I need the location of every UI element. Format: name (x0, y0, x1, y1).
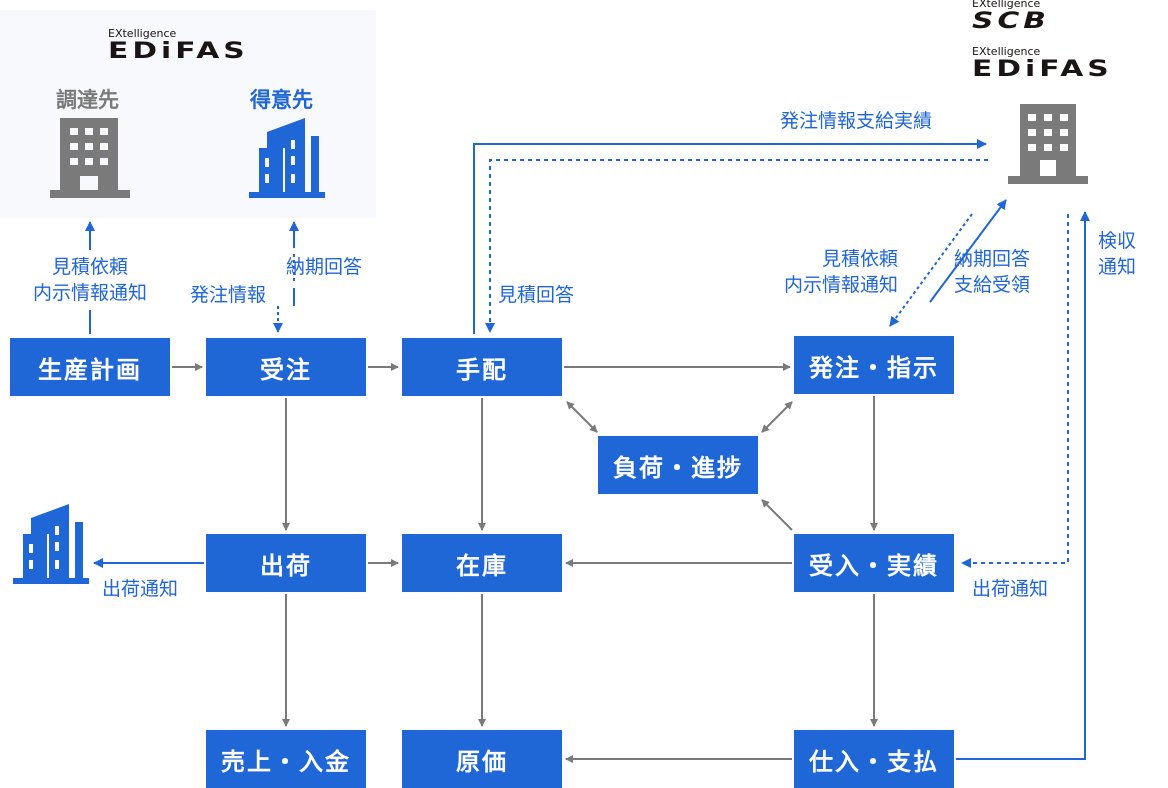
label-line: 内示情報通知 (783, 274, 898, 296)
box-arrangement[interactable]: 手配 (402, 338, 562, 396)
city-buildings-icon (249, 118, 325, 198)
arrow-inspection-notice (956, 211, 1090, 760)
logo-name: EDiFAS (972, 57, 1113, 82)
dotted-estimate-answer (485, 159, 988, 333)
label-inspection-notice: 検収 通知 (1098, 228, 1136, 280)
logo-name: EDiFAS (108, 39, 249, 64)
label-line: 検収 (1098, 230, 1137, 252)
dotted-shipping-notice-right (961, 214, 1069, 568)
label-estimate-request-left: 見積依頼 内示情報通知 (20, 254, 160, 306)
box-production-plan[interactable]: 生産計画 (10, 338, 170, 396)
city-buildings-icon (13, 504, 89, 584)
arrow-arrange-load (566, 401, 598, 433)
arrow-receipt-to-load (761, 499, 793, 531)
logo-prefix: EXtelligence (108, 27, 177, 40)
label-order-info-supply-results: 発注情報支給実績 (780, 110, 933, 132)
scb-logo: EXtelligence SCB (972, 0, 1046, 34)
edifas-logo-left: EXtelligence EDiFAS (108, 27, 245, 64)
label-estimate-answer: 見積回答 (498, 284, 575, 306)
box-order-received[interactable]: 受注 (206, 338, 366, 396)
label-line: 通知 (1098, 256, 1137, 278)
edifas-logo-right: EXtelligence EDiFAS (972, 45, 1109, 82)
label-delivery-answer-left: 納期回答 (286, 256, 363, 278)
arrow-order-info-supply (473, 139, 987, 334)
supplier-title: 調達先 (56, 88, 119, 112)
box-inventory[interactable]: 在庫 (402, 534, 562, 592)
label-line: 見積依頼 (821, 248, 898, 270)
box-purchase-payment[interactable]: 仕入・支払 (794, 730, 954, 788)
office-building-icon (50, 118, 130, 198)
customer-title: 得意先 (250, 88, 313, 112)
logo-prefix: EXtelligence (972, 45, 1041, 58)
arrow-delivery-supply (929, 199, 1007, 303)
label-shipping-notice-right: 出荷通知 (972, 578, 1049, 600)
box-shipping[interactable]: 出荷 (206, 534, 366, 592)
logo-prefix: EXtelligence (972, 0, 1041, 10)
label-estimate-request-right: 見積依頼 内示情報通知 (748, 246, 898, 298)
label-line: 見積依頼 (51, 256, 128, 278)
label-order-info: 発注情報 (190, 284, 267, 306)
box-cost[interactable]: 原価 (402, 730, 562, 788)
box-load-progress[interactable]: 負荷・進捗 (598, 436, 758, 494)
box-sales-payment-received[interactable]: 売上・入金 (206, 730, 366, 788)
label-line: 納期回答 (954, 248, 1031, 270)
label-delivery-answer-supply-receipt: 納期回答 支給受領 (954, 246, 1030, 298)
box-receipt-results[interactable]: 受入・実績 (794, 534, 954, 592)
office-building-icon (1008, 104, 1088, 184)
label-line: 内示情報通知 (32, 282, 147, 304)
label-shipping-notice-left: 出荷通知 (102, 578, 179, 600)
label-line: 支給受領 (954, 274, 1031, 296)
arrow-instruction-load (761, 401, 793, 433)
dotted-estimate-request-right (889, 213, 973, 327)
logo-name: SCB (972, 9, 1050, 34)
box-order-instruction[interactable]: 発注・指示 (794, 336, 954, 394)
